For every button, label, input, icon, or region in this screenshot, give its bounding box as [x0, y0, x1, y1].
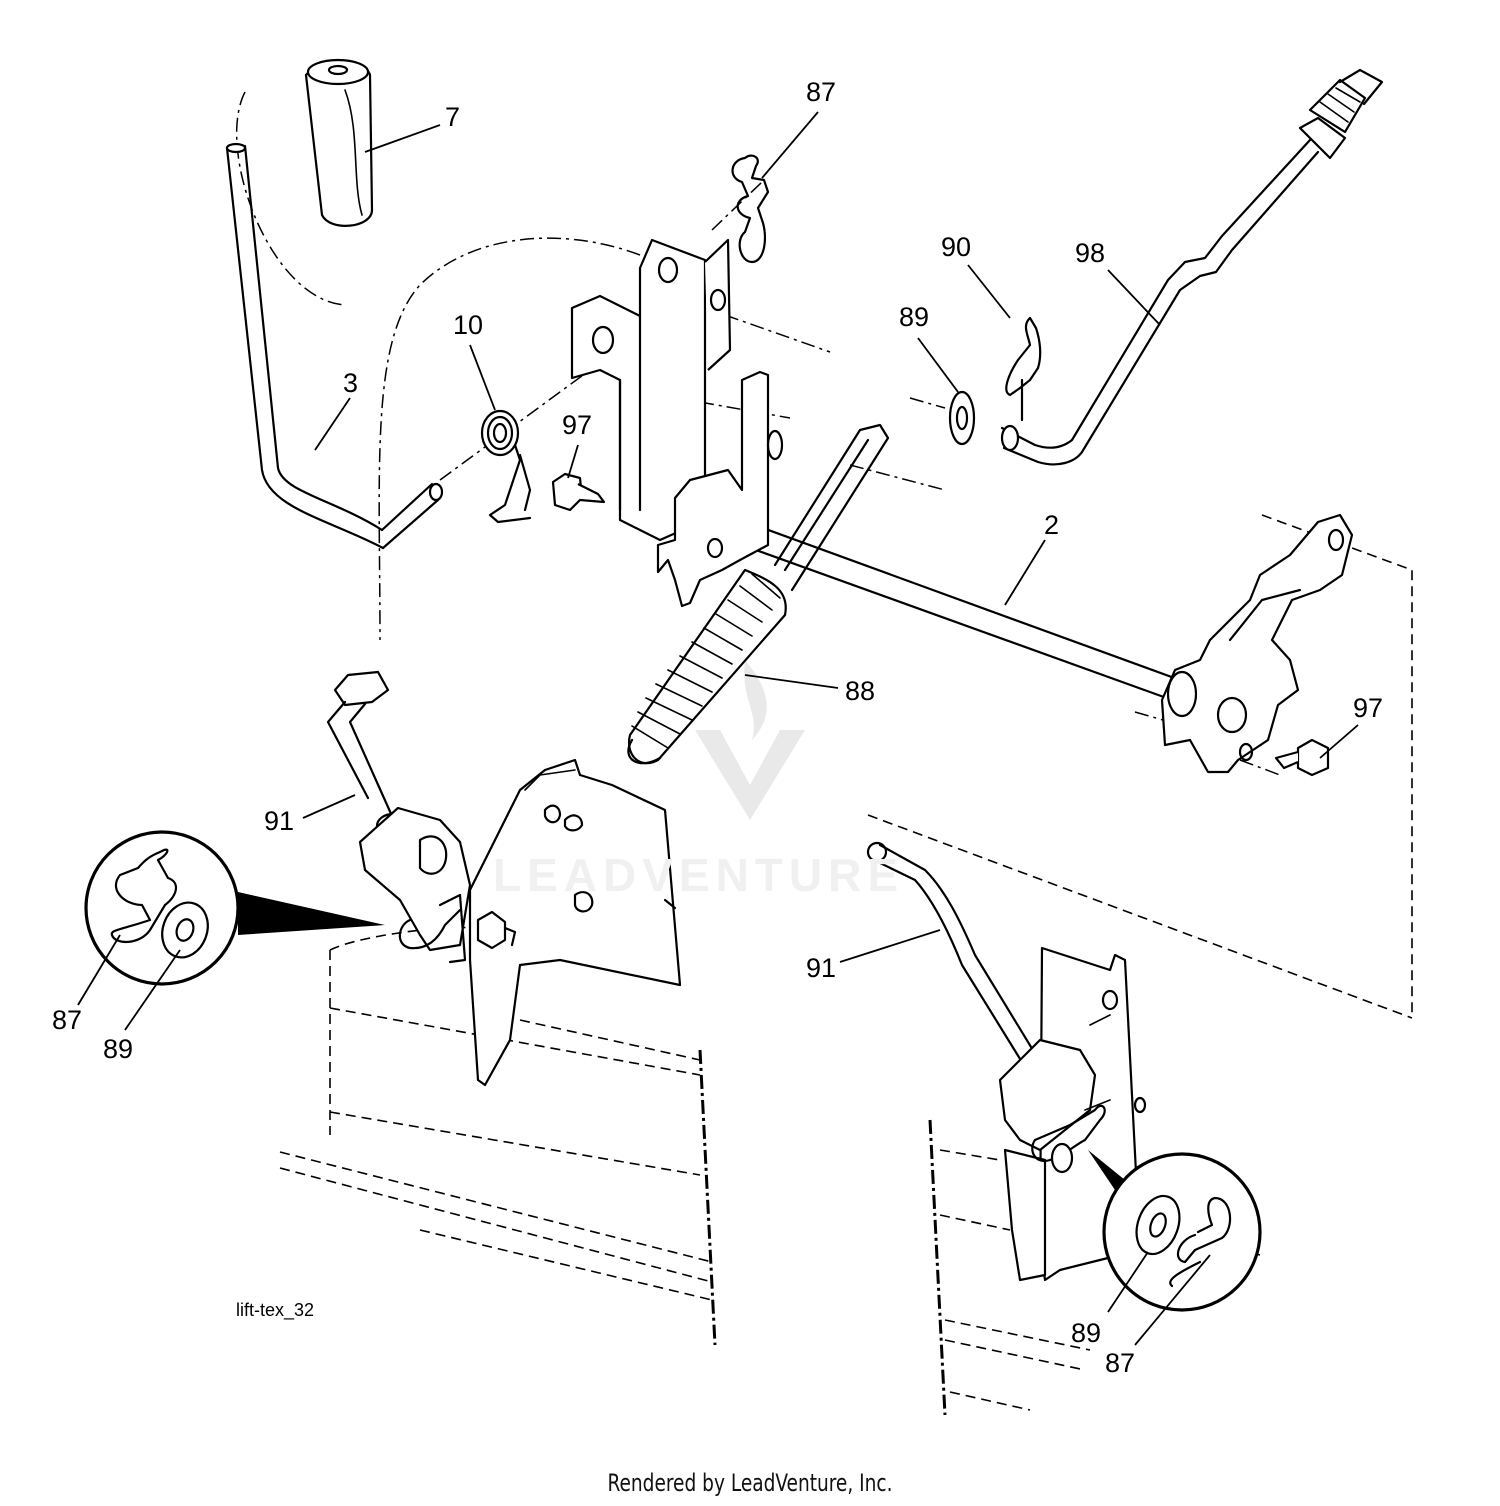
- callout-97: 97: [1353, 693, 1384, 723]
- part-10-torsion-spring: [480, 409, 532, 524]
- callout-98: 98: [1075, 238, 1106, 268]
- leader-lines: [77, 111, 1359, 1346]
- part-deck-bracket-right: [998, 946, 1147, 1282]
- callout-88: 88: [845, 676, 876, 706]
- watermark-text: LEADVENTURE: [493, 849, 905, 901]
- callout-97: 97: [562, 410, 593, 440]
- drawing-id: lift-tex_32: [236, 1300, 315, 1320]
- callout-10: 10: [453, 310, 484, 340]
- callout-87: 87: [806, 77, 837, 107]
- callout-90: 90: [941, 232, 972, 262]
- watermark-logo: [695, 660, 805, 820]
- part-2-lift-shaft: [656, 370, 1354, 774]
- detail-callout-right: [1102, 1152, 1262, 1312]
- footer-credit: Rendered by LeadVenture, Inc.: [607, 1469, 893, 1497]
- callout-7: 7: [445, 102, 461, 132]
- callout-2: 2: [1044, 510, 1060, 540]
- callout-87: 87: [1105, 1348, 1136, 1378]
- part-7-handle-grip: [304, 58, 374, 227]
- detail-callout-left: [84, 830, 385, 986]
- part-deck-bracket-left: [358, 758, 682, 1087]
- callout-87: 87: [52, 1005, 83, 1035]
- callout-89: 89: [1071, 1318, 1102, 1348]
- callout-91: 91: [264, 806, 295, 836]
- part-89-washer-top: [948, 390, 976, 446]
- part-3-lift-handle: [225, 142, 444, 550]
- part-90-hairpin: [1005, 316, 1042, 422]
- deck-edge-lines: [698, 1049, 947, 1416]
- callout-89: 89: [899, 302, 930, 332]
- part-88-extension-spring: [627, 423, 890, 765]
- callout-3: 3: [343, 368, 359, 398]
- callout-91: 91: [806, 953, 837, 983]
- part-97-bolt-left: [551, 472, 606, 512]
- part-98-rod: [1000, 68, 1384, 466]
- part-bracket-center: [570, 238, 732, 542]
- callout-89: 89: [103, 1034, 134, 1064]
- part-87-hairpin-top: [731, 154, 770, 264]
- part-97-bolt-right: [1274, 738, 1330, 777]
